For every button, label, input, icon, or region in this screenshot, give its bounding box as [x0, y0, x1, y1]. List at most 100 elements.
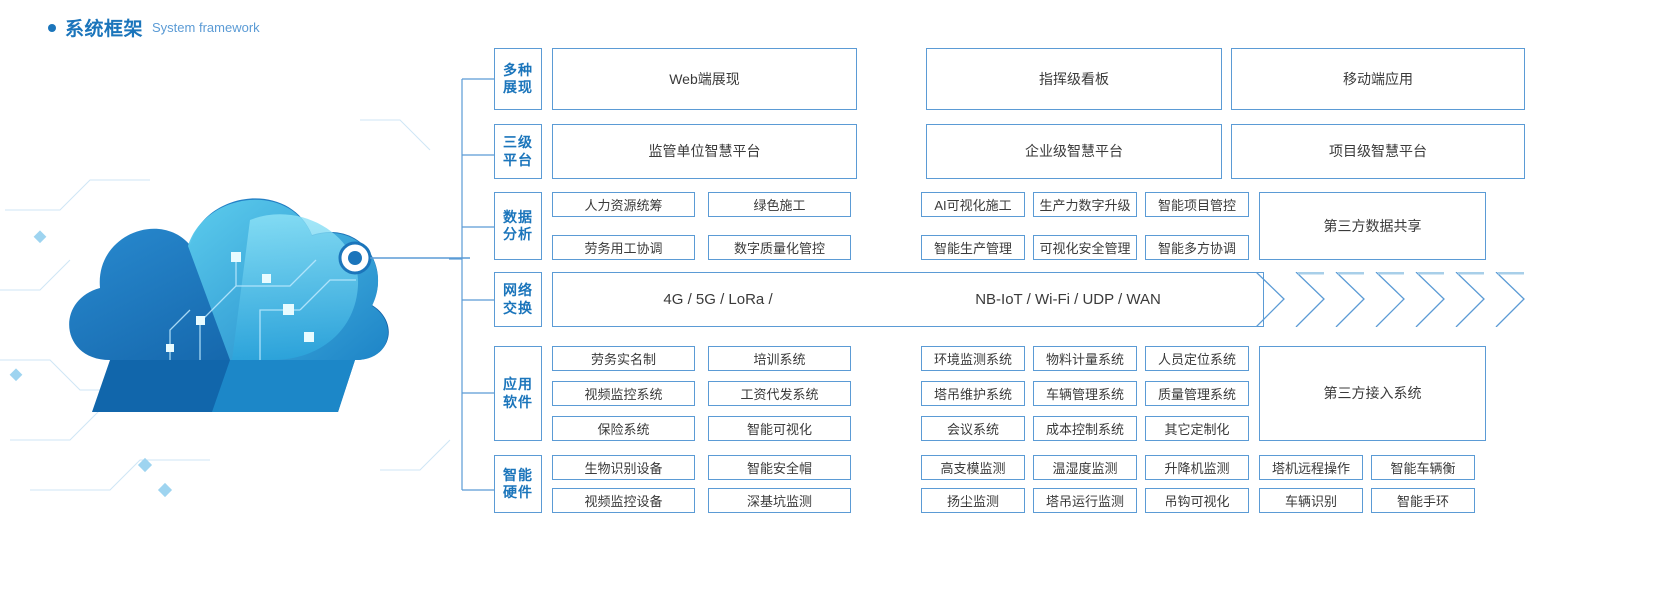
page-title-en: System framework — [152, 20, 260, 35]
data-analysis-left-group: 人力资源统筹 绿色施工 劳务用工协调 数字质量化管控 — [552, 192, 851, 260]
layer-row-smart-hardware: 智能 硬件 生物识别设备 智能安全帽 视频监控设备 深基坑监测 高支模监测 温湿… — [494, 455, 1475, 513]
tile-vehicle-recognition[interactable]: 车辆识别 — [1259, 488, 1363, 513]
tile-row: 智能生产管理 可视化安全管理 智能多方协调 — [921, 235, 1249, 260]
layer-row-presentation: 多种 展现 Web端展现 指挥级看板 移动端应用 — [494, 48, 1525, 110]
tile-row: 会议系统 成本控制系统 其它定制化 — [921, 416, 1249, 441]
tile-hook-visualization[interactable]: 吊钩可视化 — [1145, 488, 1249, 513]
tile-visual-safety-mgmt[interactable]: 可视化安全管理 — [1033, 235, 1137, 260]
cell-command-dashboard[interactable]: 指挥级看板 — [926, 48, 1222, 110]
cell-enterprise-platform[interactable]: 企业级智慧平台 — [926, 124, 1222, 179]
tile-temperature-humidity-monitoring[interactable]: 温湿度监测 — [1033, 455, 1137, 480]
cell-regulator-platform[interactable]: 监管单位智慧平台 — [552, 124, 857, 179]
tile-payroll-system[interactable]: 工资代发系统 — [708, 381, 851, 406]
tile-insurance-system[interactable]: 保险系统 — [552, 416, 695, 441]
tile-smart-multiparty-coordination[interactable]: 智能多方协调 — [1145, 235, 1249, 260]
tile-meeting-system[interactable]: 会议系统 — [921, 416, 1025, 441]
layer-row-data-analysis: 数据 分析 人力资源统筹 绿色施工 劳务用工协调 数字质量化管控 AI可视化施工… — [494, 192, 1486, 260]
tile-row: 环境监测系统 物料计量系统 人员定位系统 — [921, 346, 1249, 371]
tile-personnel-positioning-system[interactable]: 人员定位系统 — [1145, 346, 1249, 371]
tile-row: AI可视化施工 生产力数字升级 智能项目管控 — [921, 192, 1249, 217]
cell-web-display[interactable]: Web端展现 — [552, 48, 857, 110]
bullet-icon — [48, 23, 56, 32]
page-title: 系统框架 System framework — [48, 14, 260, 41]
cell-third-party-data-sharing[interactable]: 第三方数据共享 — [1259, 192, 1486, 260]
tile-vehicle-management-system[interactable]: 车辆管理系统 — [1033, 381, 1137, 406]
tile-row: 高支模监测 温湿度监测 升降机监测 — [921, 455, 1249, 480]
spacer — [857, 124, 926, 179]
tile-row: 视频监控设备 深基坑监测 — [552, 488, 851, 513]
tile-smart-visualization[interactable]: 智能可视化 — [708, 416, 851, 441]
tile-hoist-monitoring[interactable]: 升降机监测 — [1145, 455, 1249, 480]
tile-crane-operation-monitoring[interactable]: 塔吊运行监测 — [1033, 488, 1137, 513]
flow-chevrons — [1255, 271, 1556, 328]
tile-smart-helmet[interactable]: 智能安全帽 — [708, 455, 851, 480]
tile-smart-project-control[interactable]: 智能项目管控 — [1145, 192, 1249, 217]
tile-productivity-digital-upgrade[interactable]: 生产力数字升级 — [1033, 192, 1137, 217]
tile-row: 劳务用工协调 数字质量化管控 — [552, 235, 851, 260]
row-label-data-analysis: 数据 分析 — [494, 192, 542, 260]
tile-deep-foundation-pit-monitoring[interactable]: 深基坑监测 — [708, 488, 851, 513]
tile-video-surveillance-device[interactable]: 视频监控设备 — [552, 488, 695, 513]
tile-row: 塔吊维护系统 车辆管理系统 质量管理系统 — [921, 381, 1249, 406]
spacer — [1222, 48, 1231, 110]
cell-project-platform[interactable]: 项目级智慧平台 — [1231, 124, 1525, 179]
spacer — [1222, 124, 1231, 179]
tile-row: 生物识别设备 智能安全帽 — [552, 455, 851, 480]
data-analysis-mid-group: AI可视化施工 生产力数字升级 智能项目管控 智能生产管理 可视化安全管理 智能… — [921, 192, 1249, 260]
tile-dust-monitoring[interactable]: 扬尘监测 — [921, 488, 1025, 513]
hardware-left-group: 生物识别设备 智能安全帽 视频监控设备 深基坑监测 — [552, 455, 851, 513]
tile-labor-coordination[interactable]: 劳务用工协调 — [552, 235, 695, 260]
tile-other-customization[interactable]: 其它定制化 — [1145, 416, 1249, 441]
row-label-platform: 三级 平台 — [494, 124, 542, 179]
tile-hr-planning[interactable]: 人力资源统筹 — [552, 192, 695, 217]
tile-ai-visual-construction[interactable]: AI可视化施工 — [921, 192, 1025, 217]
tile-training-system[interactable]: 培训系统 — [708, 346, 851, 371]
tile-row: 劳务实名制 培训系统 — [552, 346, 851, 371]
page-title-zh: 系统框架 — [65, 19, 144, 40]
layer-row-platform: 三级 平台 监管单位智慧平台 企业级智慧平台 项目级智慧平台 — [494, 124, 1525, 179]
row-label-application-software: 应用 软件 — [494, 346, 542, 441]
row-label-presentation: 多种 展现 — [494, 48, 542, 110]
circuit-traces — [0, 119, 451, 491]
row-label-network: 网络 交换 — [494, 272, 542, 327]
application-left-group: 劳务实名制 培训系统 视频监控系统 工资代发系统 保险系统 智能可视化 — [552, 346, 851, 441]
tile-material-metering-system[interactable]: 物料计量系统 — [1033, 346, 1137, 371]
tile-tower-crane-remote-operation[interactable]: 塔机远程操作 — [1259, 455, 1363, 480]
layer-row-network: 网络 交换 4G / 5G / LoRa / NB-IoT / Wi-Fi / … — [494, 272, 1264, 327]
tile-high-formwork-monitoring[interactable]: 高支模监测 — [921, 455, 1025, 480]
tile-smart-wristband[interactable]: 智能手环 — [1371, 488, 1475, 513]
tile-green-construction[interactable]: 绿色施工 — [708, 192, 851, 217]
network-node — [338, 241, 372, 275]
tile-smart-production-mgmt[interactable]: 智能生产管理 — [921, 235, 1025, 260]
tile-video-surveillance-system[interactable]: 视频监控系统 — [552, 381, 695, 406]
tile-row: 人力资源统筹 绿色施工 — [552, 192, 851, 217]
hardware-mid-group: 高支模监测 温湿度监测 升降机监测 扬尘监测 塔吊运行监测 吊钩可视化 — [921, 455, 1249, 513]
cell-third-party-access-system[interactable]: 第三方接入系统 — [1259, 346, 1486, 441]
cloud-shape — [69, 198, 389, 412]
tile-environment-monitoring-system[interactable]: 环境监测系统 — [921, 346, 1025, 371]
hardware-right-group: 塔机远程操作 智能车辆衡 车辆识别 智能手环 — [1259, 455, 1475, 513]
network-segment-cellular: 4G / 5G / LoRa / — [663, 291, 773, 308]
application-mid-group: 环境监测系统 物料计量系统 人员定位系统 塔吊维护系统 车辆管理系统 质量管理系… — [921, 346, 1249, 441]
tile-smart-truck-scale[interactable]: 智能车辆衡 — [1371, 455, 1475, 480]
network-protocol-bar: 4G / 5G / LoRa / NB-IoT / Wi-Fi / UDP / … — [552, 272, 1264, 327]
cloud-illustration — [0, 60, 470, 540]
tile-row: 扬尘监测 塔吊运行监测 吊钩可视化 — [921, 488, 1249, 513]
connector-tree — [449, 45, 509, 515]
tile-row: 保险系统 智能可视化 — [552, 416, 851, 441]
layer-row-application-software: 应用 软件 劳务实名制 培训系统 视频监控系统 工资代发系统 保险系统 智能可视… — [494, 346, 1486, 441]
tile-row: 车辆识别 智能手环 — [1259, 488, 1475, 513]
network-segment-iot: NB-IoT / Wi-Fi / UDP / WAN — [975, 291, 1161, 308]
tile-digital-quality-control[interactable]: 数字质量化管控 — [708, 235, 851, 260]
tile-biometric-device[interactable]: 生物识别设备 — [552, 455, 695, 480]
tile-row: 塔机远程操作 智能车辆衡 — [1259, 455, 1475, 480]
row-label-smart-hardware: 智能 硬件 — [494, 455, 542, 513]
tile-labor-real-name[interactable]: 劳务实名制 — [552, 346, 695, 371]
tile-quality-management-system[interactable]: 质量管理系统 — [1145, 381, 1249, 406]
tile-cost-control-system[interactable]: 成本控制系统 — [1033, 416, 1137, 441]
spacer — [857, 48, 926, 110]
cell-mobile-app[interactable]: 移动端应用 — [1231, 48, 1525, 110]
tile-row: 视频监控系统 工资代发系统 — [552, 381, 851, 406]
tile-crane-maintenance-system[interactable]: 塔吊维护系统 — [921, 381, 1025, 406]
